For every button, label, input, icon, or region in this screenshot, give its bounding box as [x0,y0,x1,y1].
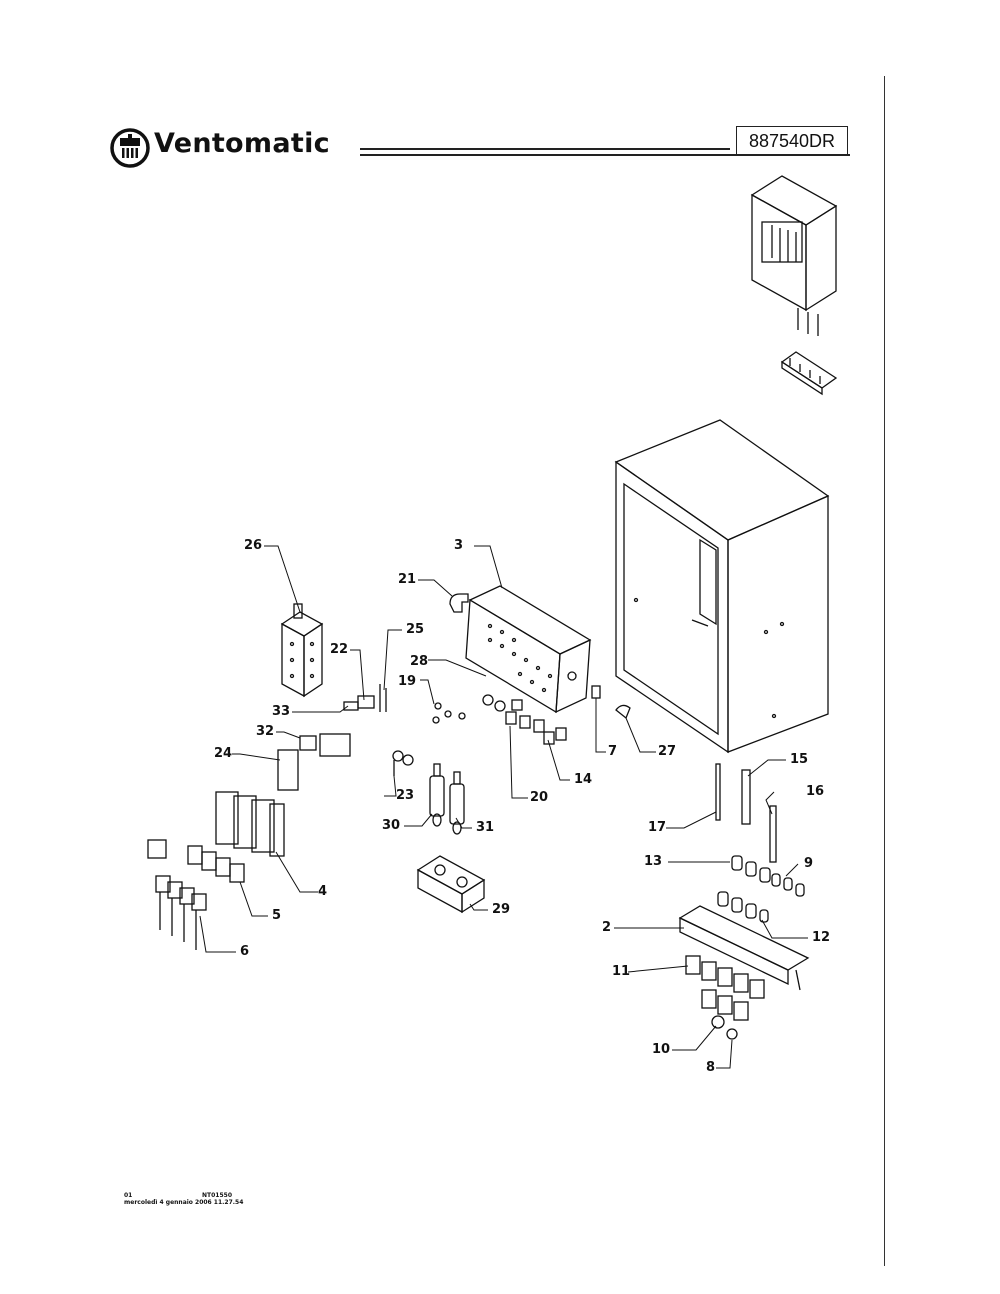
elbow-fitting [449,593,469,613]
header-rule-bottom [360,154,850,156]
callout-20: 20 [530,790,549,805]
elbow-27 [615,704,631,720]
callout-25: 25 [406,622,425,637]
plate-24 [277,749,299,791]
callout-3: 3 [454,538,464,553]
callout-22: 22 [330,642,349,657]
connector-parts [299,684,387,757]
rail-2 [678,905,810,991]
callout-28: 28 [410,654,429,669]
plugs-6 [147,839,207,950]
callout-10: 10 [652,1042,671,1057]
fitting-7 [591,685,601,699]
callout-7: 7 [608,744,618,759]
callout-29: 29 [492,902,511,917]
connectors-5 [187,845,245,883]
print-footer: 01 NT01550 mercoledì 4 gennaio 2006 11.27… [124,1192,243,1206]
callout-31: 31 [476,820,495,835]
callout-5: 5 [272,908,282,923]
footer-date: mercoledì 4 gennaio 2006 11.27.54 [124,1199,244,1206]
main-cabinet [614,419,830,754]
valve-column [280,603,324,698]
cabinet-thumbnail [750,175,838,336]
leader-lines [199,545,808,1069]
margin-line [884,76,885,1266]
footer-sheet: 01 [124,1192,133,1199]
callout-23: 23 [396,788,415,803]
block-29 [416,855,486,914]
fittings-group [432,694,567,745]
callout-33: 33 [272,704,291,719]
fittings-11 [685,955,765,1021]
clip-23 [392,750,414,776]
ventomatic-logo-icon [110,128,150,168]
brand-header: Ventomatic [108,126,368,170]
callout-19: 19 [398,674,417,689]
callout-12: 12 [812,930,831,945]
callout-9: 9 [804,856,814,871]
rods [715,763,777,863]
document-code: 887540DR [736,126,848,156]
callout-21: 21 [398,572,417,587]
callout-14: 14 [574,772,593,787]
callout-8: 8 [706,1060,716,1075]
manifold-block [465,585,592,714]
callout-6: 6 [240,944,250,959]
callout-11: 11 [612,964,631,979]
cylinders [429,763,465,835]
brand-name: Ventomatic [154,128,330,159]
nut-10 [711,1015,725,1029]
callout-26: 26 [244,538,263,553]
callout-13: 13 [644,854,663,869]
callout-24: 24 [214,746,233,761]
callout-27: 27 [658,744,677,759]
manifold-thumbnail [780,351,838,396]
callout-16: 16 [806,784,825,799]
callout-15: 15 [790,752,809,767]
callout-17: 17 [648,820,667,835]
nuts [717,855,805,923]
footer-ref: NT01550 [202,1192,232,1199]
header-rule-top [360,148,730,150]
callout-2: 2 [602,920,612,935]
callout-30: 30 [382,818,401,833]
callout-4: 4 [318,884,328,899]
module-block-4 [215,791,285,857]
callout-32: 32 [256,724,275,739]
washer-8 [726,1028,738,1040]
